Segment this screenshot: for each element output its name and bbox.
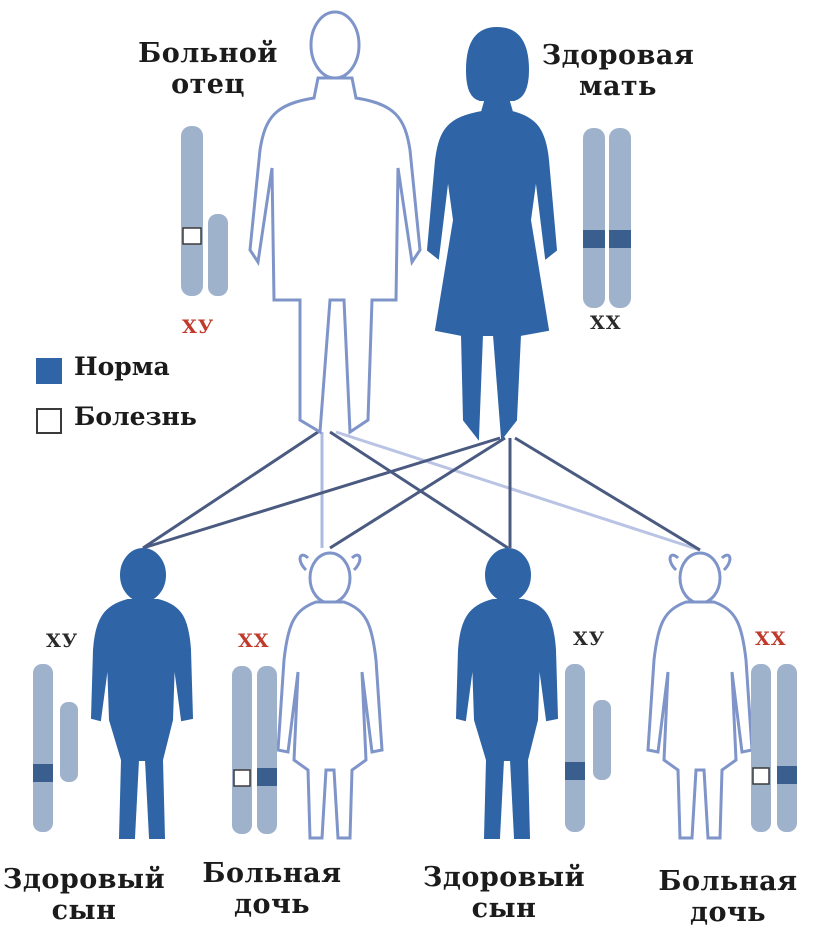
daughter2-genotype: XX bbox=[755, 628, 786, 650]
daughter2-x2-band bbox=[777, 766, 797, 784]
son2-chromosomes bbox=[565, 664, 611, 832]
son1-label-line2: сын bbox=[0, 895, 168, 926]
son2-y-chromosome bbox=[593, 700, 611, 780]
son2-label-line1: Здоровый bbox=[420, 862, 588, 893]
legend-normal-label: Норма bbox=[74, 352, 170, 381]
legend-normal-swatch bbox=[36, 358, 62, 384]
line-mother-daughter1 bbox=[330, 438, 505, 548]
mother-x1-chromosome bbox=[583, 128, 605, 308]
daughter1-x2-band bbox=[257, 768, 277, 786]
son1-figure bbox=[92, 549, 192, 838]
mother-x2-band bbox=[609, 230, 631, 248]
line-father-daughter2 bbox=[336, 432, 700, 550]
daughter2-x2-chromosome bbox=[777, 664, 797, 832]
son1-x-chromosome bbox=[33, 664, 53, 832]
mother-x1-band bbox=[583, 230, 605, 248]
son2-label-line2: сын bbox=[420, 893, 588, 924]
son2-genotype: XУ bbox=[573, 628, 605, 650]
son1-x-band bbox=[33, 764, 53, 782]
daughter1-figure bbox=[278, 553, 382, 838]
mother-x2-chromosome bbox=[609, 128, 631, 308]
son1-genotype: XУ bbox=[46, 630, 78, 652]
legend-disease-swatch bbox=[36, 408, 62, 434]
father-x-chromosome bbox=[181, 126, 203, 296]
father-chromosomes bbox=[181, 126, 228, 296]
mother-genotype: XX bbox=[590, 312, 621, 334]
son2-x-chromosome bbox=[565, 664, 585, 832]
daughter1-label-line1: Больная bbox=[192, 858, 352, 889]
daughter2-x1-marker bbox=[753, 768, 769, 784]
father-genotype-y: У bbox=[198, 316, 214, 338]
daughter2-chromosomes bbox=[751, 664, 797, 832]
mother-label-line2: мать bbox=[528, 71, 708, 102]
mother-label: Здоровая мать bbox=[528, 40, 708, 102]
daughter1-x1-chromosome bbox=[232, 666, 252, 834]
daughter2-label: Больная дочь bbox=[648, 866, 808, 928]
daughter1-label: Больная дочь bbox=[192, 858, 352, 920]
daughter2-figure bbox=[648, 553, 752, 838]
daughter2-label-line2: дочь bbox=[648, 897, 808, 928]
son2-x-band bbox=[565, 762, 585, 780]
father-label-line1: Больной bbox=[128, 38, 288, 69]
legend-disease-label: Болезнь bbox=[74, 402, 197, 431]
son1-label-line1: Здоровый bbox=[0, 864, 168, 895]
father-label: Больной отец bbox=[128, 38, 288, 100]
son2-label: Здоровый сын bbox=[420, 862, 588, 924]
mother-label-line1: Здоровая bbox=[528, 40, 708, 71]
son1-chromosomes bbox=[33, 664, 78, 832]
daughter1-x1-marker bbox=[234, 770, 250, 786]
son1-label: Здоровый сын bbox=[0, 864, 168, 926]
line-father-son1 bbox=[143, 432, 318, 548]
father-genotype-x: X bbox=[182, 316, 198, 338]
daughter1-x2-chromosome bbox=[257, 666, 277, 834]
line-mother-daughter2 bbox=[515, 438, 700, 550]
daughter2-label-line1: Больная bbox=[648, 866, 808, 897]
daughter1-chromosomes bbox=[232, 666, 277, 834]
mother-chromosomes bbox=[583, 128, 631, 308]
son2-figure bbox=[457, 549, 557, 838]
daughter2-x1-chromosome bbox=[751, 664, 771, 832]
daughter1-label-line2: дочь bbox=[192, 889, 352, 920]
father-genotype: XУ bbox=[182, 316, 214, 338]
father-label-line2: отец bbox=[128, 69, 288, 100]
inheritance-lines bbox=[143, 432, 700, 550]
son1-y-chromosome bbox=[60, 702, 78, 782]
daughter1-genotype: XX bbox=[238, 630, 269, 652]
father-x-marker bbox=[183, 228, 201, 244]
father-y-chromosome bbox=[208, 214, 228, 296]
